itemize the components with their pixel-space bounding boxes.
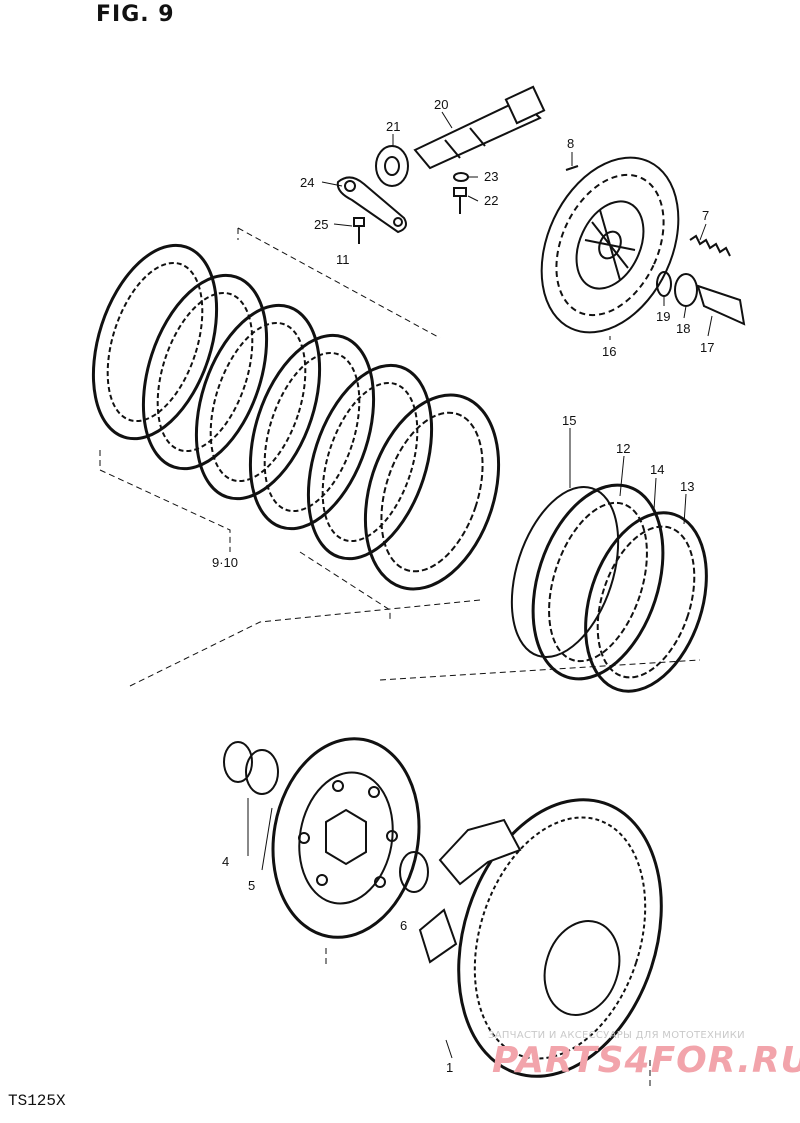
clutch-plate-stack bbox=[91, 243, 501, 591]
callout-labels: 20 21 24 23 22 25 11 8 7 19 18 17 16 15 … bbox=[212, 97, 714, 1075]
spacer bbox=[399, 851, 429, 893]
callout-6: 6 bbox=[400, 918, 407, 933]
callout-19: 19 bbox=[656, 309, 670, 324]
callout-5: 5 bbox=[248, 878, 255, 893]
callout-12: 12 bbox=[616, 441, 630, 456]
release-arm bbox=[336, 176, 407, 234]
callout-8: 8 bbox=[567, 136, 574, 151]
clutch-hub bbox=[223, 737, 421, 939]
clutch-rings bbox=[510, 483, 708, 693]
clutch-spring bbox=[689, 234, 731, 257]
figure-title: FIG. 9 bbox=[96, 2, 175, 27]
callout-9-10: 9·10 bbox=[212, 555, 238, 570]
watermark-tagline: ЗАПЧАСТИ И АКСЕССУАРЫ ДЛЯ МОТОТЕХНИКИ bbox=[488, 1030, 745, 1041]
callout-7: 7 bbox=[702, 208, 709, 223]
callout-23: 23 bbox=[484, 169, 498, 184]
callout-24: 24 bbox=[300, 175, 314, 190]
callout-20: 20 bbox=[434, 97, 448, 112]
leader-lines bbox=[247, 111, 713, 1059]
washer-and-bolt bbox=[453, 172, 469, 214]
callout-21: 21 bbox=[386, 119, 400, 134]
callout-14: 14 bbox=[650, 462, 664, 477]
push-rod bbox=[413, 85, 546, 170]
callout-16: 16 bbox=[602, 344, 616, 359]
callout-22: 22 bbox=[484, 193, 498, 208]
pin bbox=[565, 165, 579, 171]
pressure-plate bbox=[540, 156, 680, 334]
callout-18: 18 bbox=[676, 321, 690, 336]
watermark-logo: PARTS4FOR.RU bbox=[492, 1040, 800, 1081]
callout-11: 11 bbox=[336, 252, 350, 267]
callout-15: 15 bbox=[562, 413, 576, 428]
model-label: TS125X bbox=[8, 1092, 66, 1110]
arm-screw bbox=[353, 217, 365, 244]
callout-1: 1 bbox=[446, 1060, 453, 1075]
alignment-guides bbox=[99, 227, 701, 1088]
bearing bbox=[375, 145, 409, 187]
callout-25: 25 bbox=[314, 217, 328, 232]
callout-17: 17 bbox=[700, 340, 714, 355]
clutch-housing bbox=[418, 798, 663, 1078]
callout-13: 13 bbox=[680, 479, 694, 494]
callout-4: 4 bbox=[222, 854, 229, 869]
